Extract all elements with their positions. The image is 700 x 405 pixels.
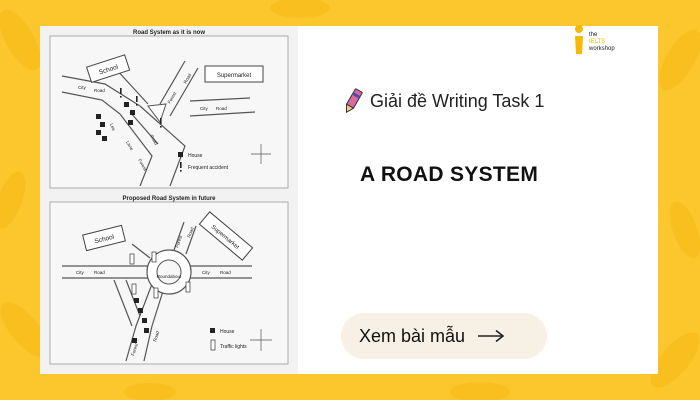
accident-markers-now [120,88,162,128]
pen-icon [345,88,363,114]
traffic-lights-future [129,251,191,299]
school-label-future: School [94,234,116,246]
map-future: Proposed Road System in future [49,196,289,365]
road-label-now-upper: Road [183,72,193,84]
lane-label: Lane [125,140,135,152]
map-now: Road System as it is now [49,30,289,189]
legend-traffic: Traffic lights [220,344,247,350]
road-maps-figure: Road System as it is now [49,30,289,365]
road-label-now: Road [94,88,105,93]
legend-house-swatch-future [210,328,215,333]
road-label-future-upper: Road [186,226,195,238]
logo-line-workshop: workshop [589,46,615,52]
road-label-future-right: Road [220,270,231,275]
city-label-now-right: City [200,106,208,111]
road-label-future-lower: Road [152,330,160,342]
subtitle-row: Giải đề Writing Task 1 [342,86,544,116]
arrow-right-icon [478,329,505,343]
road-label-now-lower: Road [149,134,159,146]
compass-icon-now [251,144,271,164]
legend-accident: Frequent accident [188,165,229,171]
legend-accident-swatch [180,162,182,168]
forest-label-now-upper: Forest [167,90,178,104]
forest-label-future: Forest [130,342,139,356]
houses-now [96,102,135,141]
forest-label-now: Forest [137,158,148,172]
road-island [147,103,167,124]
forest-label-future-upper: Forest [174,234,183,248]
roundabout-label: Roundabout [157,274,182,279]
logo-line-the: the [589,32,598,38]
compass-icon-future [250,329,272,351]
houses-future [132,298,149,343]
lee-label: Lee [109,123,116,132]
view-sample-button[interactable]: Xem bài mẫu [341,313,547,359]
supermarket-label-now: Supermarket [217,73,252,79]
view-sample-label: Xem bài mẫu [359,325,466,346]
road-label-future: Road [94,270,105,275]
page-title: A ROAD SYSTEM [360,163,539,186]
road-label-now-right: Road [216,106,227,111]
map-now-title: Road System as it is now [133,30,205,36]
supermarket-building-now [204,65,264,83]
school-building-now: School [85,54,131,84]
legend-house-future: House [220,329,235,335]
map-future-title: Proposed Road System in future [122,196,216,202]
city-label-future-right: City [202,270,210,275]
city-label-now: City [78,85,86,90]
school-building-future: School [82,224,126,252]
logo-line-ielts: IELTS [589,39,606,45]
lightbulb-i-icon [575,25,583,54]
city-label-future: City [76,270,84,275]
subtitle-text: Giải đề Writing Task 1 [370,90,545,111]
legend-house-now: House [188,153,203,159]
roundabout-inner [156,259,182,285]
road-maps-panel: Road System as it is now [40,26,298,374]
legend-house-swatch-now [178,152,183,157]
ielts-workshop-logo: the IELTS workshop [572,20,618,54]
legend-traffic-swatch [210,339,216,351]
content-card: Road System as it is now [40,26,658,374]
